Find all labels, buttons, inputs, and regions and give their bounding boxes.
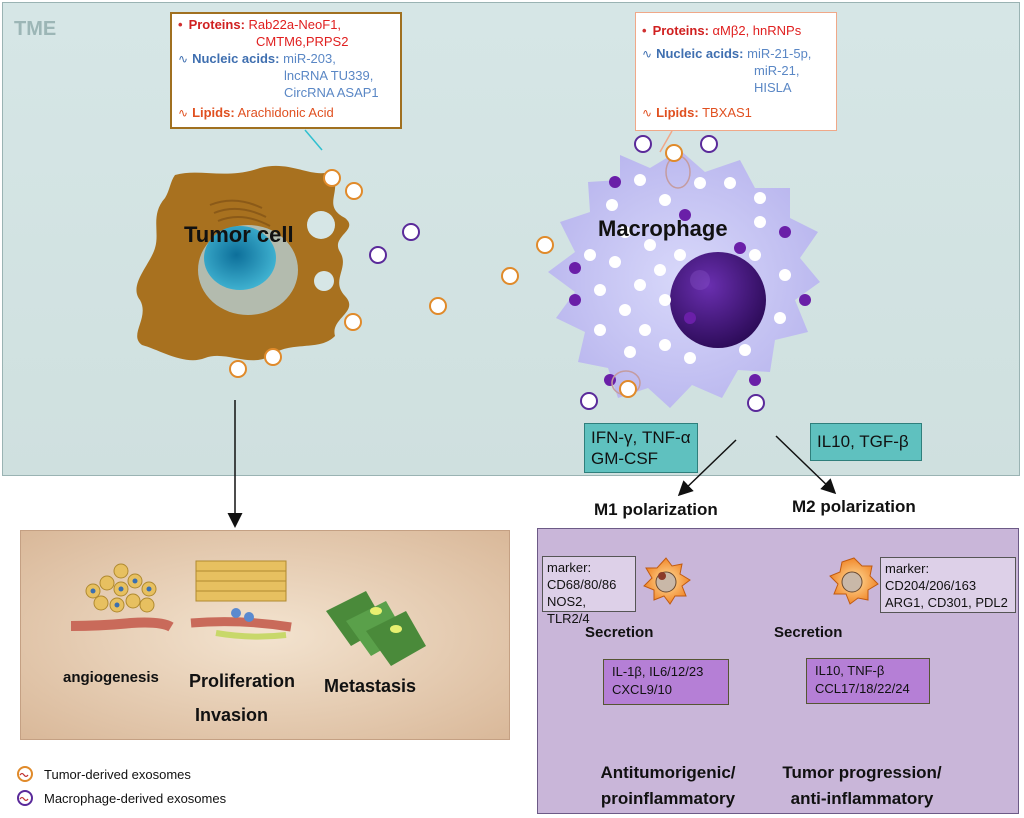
m2-outcome-line: Tumor progression/ — [782, 763, 942, 782]
m1-marker-line: NOS2, TLR2/4 — [547, 594, 590, 626]
m1-marker-line: marker: — [547, 560, 592, 575]
macrophage-shape — [548, 150, 820, 408]
m1-secretion-box: IL-1β, IL6/12/23 CXCL9/10 — [603, 659, 729, 705]
m2-cytokines-line: IL10, TGF-β — [817, 432, 909, 451]
angiogenesis-label: angiogenesis — [63, 669, 159, 686]
m2-cytokines-box: IL10, TGF-β — [810, 423, 922, 461]
proliferation-illustration — [190, 560, 292, 640]
tme-label: TME — [14, 18, 57, 40]
macrophage-label: Macrophage — [598, 216, 728, 241]
tumor-cell-label: Tumor cell — [184, 222, 294, 247]
proteins-label: Proteins: — [652, 23, 709, 38]
nucleic-acids-value: CircRNA ASAP1 — [284, 85, 379, 100]
proteins-value: αMβ2, hnRNPs — [712, 23, 802, 38]
nucleic-acids-value: miR-203, — [283, 51, 336, 66]
invasion-label: Invasion — [195, 705, 269, 725]
m1-marker-line: CD68/80/86 — [547, 577, 617, 592]
m2-polarization-label: M2 polarization — [792, 497, 916, 516]
arrow-to-m2 — [775, 435, 837, 495]
m1-polarization-label: M1 polarization — [594, 500, 718, 519]
m1-secretion-line: CXCL9/10 — [612, 682, 672, 697]
angiogenesis-illustration — [70, 563, 174, 632]
m2-marker-line: marker: — [885, 561, 930, 576]
m1-cytokines-line: IFN-γ, TNF-α — [591, 428, 691, 447]
macrophage-callout-pointer — [659, 130, 673, 153]
legend-tumor-exosomes: Tumor-derived exosomes — [44, 767, 191, 782]
nucleic-acids-label: Nucleic acids: — [656, 46, 744, 61]
m1-macrophage-icon — [643, 557, 691, 605]
nucleic-acids-value: miR-21-5p, — [747, 46, 812, 61]
tumor-exosome-cargo-box: •Proteins: Rab22a-NeoF1, CMTM6,PRPS2 ∿Nu… — [170, 12, 402, 129]
metastasis-label: Metastasis — [324, 676, 417, 696]
m2-marker-line: CD204/206/163 — [885, 578, 977, 593]
proteins-value: CMTM6,PRPS2 — [256, 34, 349, 49]
m2-outcome-line: anti-inflammatory — [790, 789, 934, 808]
macrophage-exosomes — [369, 135, 765, 412]
lipids-label: Lipids: — [656, 105, 699, 120]
lipids-label: Lipids: — [192, 105, 235, 120]
lipids-value: TBXAS1 — [702, 105, 752, 120]
lipids-value: Arachidonic Acid — [237, 105, 334, 120]
m2-secretion-box: IL10, TNF-β CCL17/18/22/24 — [806, 658, 930, 704]
nucleic-acids-value: HISLA — [754, 80, 792, 95]
m1-marker-box: marker: CD68/80/86 NOS2, TLR2/4 — [542, 556, 636, 626]
m1-outcome: Antitumorigenic/ proinflammatory — [580, 760, 756, 812]
nucleic-acids-value: miR-21, — [754, 63, 800, 78]
m2-marker-box: marker: CD204/206/163 ARG1, CD301, PDL2 — [880, 557, 1016, 613]
nucleic-acids-label: Nucleic acids: — [192, 51, 280, 66]
m2-secretion-line: IL10, TNF-β — [815, 663, 885, 678]
tumor-effects-panel: angiogenesis Proliferation Invasion Meta… — [20, 530, 510, 740]
m1-outcome-line: proinflammatory — [600, 789, 736, 808]
m2-secretion-line: CCL17/18/22/24 — [815, 681, 910, 696]
m1-cytokines-box: IFN-γ, TNF-α GM-CSF — [584, 423, 698, 473]
m2-macrophage-icon — [829, 557, 879, 605]
tumor-callout-pointer — [304, 129, 323, 151]
metastasis-illustration — [326, 591, 426, 666]
proliferation-label: Proliferation — [189, 671, 296, 691]
m2-outcome: Tumor progression/ anti-inflammatory — [772, 760, 952, 812]
macrophage-exosome-icon — [17, 790, 33, 806]
legend-icons — [17, 766, 33, 806]
tumor-effects-illustrations — [70, 560, 426, 666]
tumor-cell-shape — [136, 165, 350, 361]
tumor-exosome-icon — [17, 766, 33, 782]
m1-outcome-line: Antitumorigenic/ — [600, 763, 736, 782]
m1-secretion-line: IL-1β, IL6/12/23 — [612, 664, 704, 679]
proteins-value: Rab22a-NeoF1, — [248, 17, 342, 32]
arrow-to-m1 — [677, 439, 737, 497]
m2-secretion-label: Secretion — [774, 624, 843, 641]
macrophage-exosome-cargo-box: •Proteins: αMβ2, hnRNPs ∿Nucleic acids: … — [635, 12, 837, 131]
tumor-exosomes — [229, 144, 683, 398]
m2-marker-line: ARG1, CD301, PDL2 — [885, 595, 1008, 610]
nucleic-acids-value: lncRNA TU339, — [284, 68, 374, 83]
legend-macrophage-exosomes: Macrophage-derived exosomes — [44, 791, 227, 806]
m1-secretion-label: Secretion — [585, 624, 654, 641]
proteins-label: Proteins: — [188, 17, 245, 32]
m1-cytokines-line: GM-CSF — [591, 449, 659, 468]
